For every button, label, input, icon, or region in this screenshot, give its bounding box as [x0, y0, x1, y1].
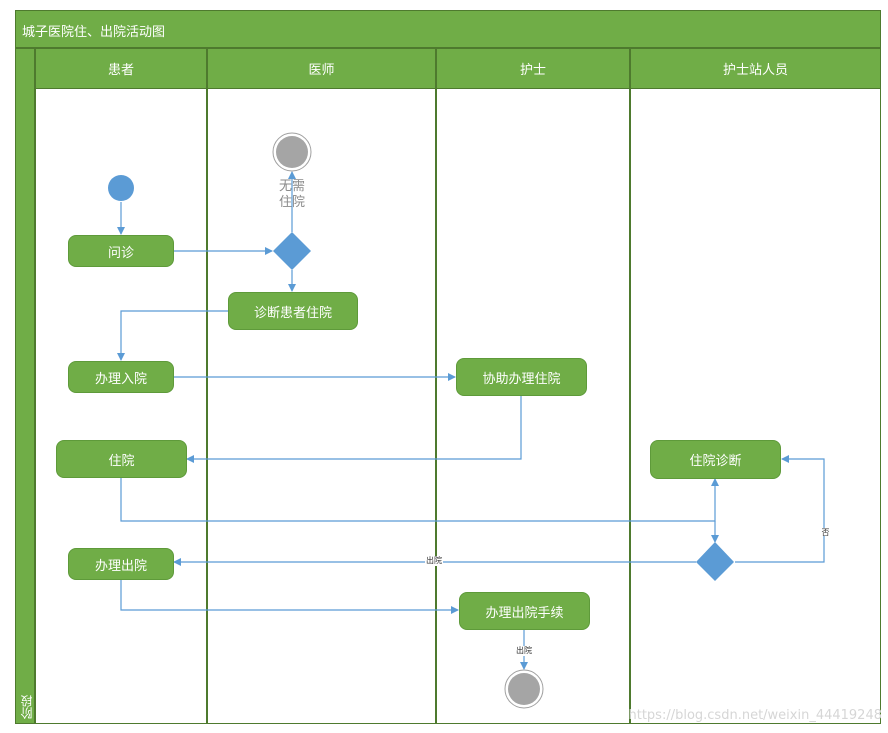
- start-node: [108, 175, 134, 201]
- lane-header-station: 护士站人员: [630, 48, 881, 89]
- lane-header-doctor: 医师: [207, 48, 436, 89]
- end-node-discharge: [504, 669, 544, 709]
- lane-doctor: [207, 89, 436, 724]
- phase-strip: 阶段: [15, 48, 35, 724]
- decision-admission: [273, 232, 311, 270]
- lane-header-nurse: 护士: [436, 48, 630, 89]
- edge-label-discharge: 出院: [425, 556, 443, 566]
- activity-admit: 办理入院: [68, 361, 174, 393]
- activity-discharge-procedure: 办理出院手续: [459, 592, 590, 630]
- activity-consult: 问诊: [68, 235, 174, 267]
- activity-discharge: 办理出院: [68, 548, 174, 580]
- end-node-no-admission: [272, 132, 312, 172]
- decision-discharge: [696, 542, 734, 581]
- activity-assist-admission: 协助办理住院: [456, 358, 587, 396]
- lane-header-patient: 患者: [35, 48, 207, 89]
- activity-ward-diagnosis: 住院诊断: [650, 440, 781, 479]
- flow-hospitalize-to-ward-diagnosis: [120, 478, 719, 522]
- activity-hospitalize: 住院: [56, 440, 187, 478]
- note-no-admission-line2: 住院: [278, 195, 305, 210]
- flow-diagnose-to-admit: [117, 310, 228, 361]
- flow-discharge-to-procedure: [120, 580, 459, 614]
- flow-assist-to-hospitalize: [186, 396, 522, 463]
- note-no-admission-line1: 无需: [278, 179, 305, 194]
- diagram-title: 城子医院住、出院活动图: [22, 25, 166, 40]
- lane-station: [630, 89, 881, 724]
- note-no-admission: 无需 住院: [277, 179, 307, 211]
- pool-title-bar: 城子医院住、出院活动图: [15, 10, 881, 48]
- flow-decision-no-loop: [735, 455, 825, 563]
- activity-diagnose-admission: 诊断患者住院: [228, 292, 358, 330]
- watermark: https://blog.csdn.net/weixin_44419248: [628, 708, 882, 723]
- edge-label-discharge-final: 出院: [515, 646, 533, 656]
- edge-label-no: 否: [819, 528, 831, 536]
